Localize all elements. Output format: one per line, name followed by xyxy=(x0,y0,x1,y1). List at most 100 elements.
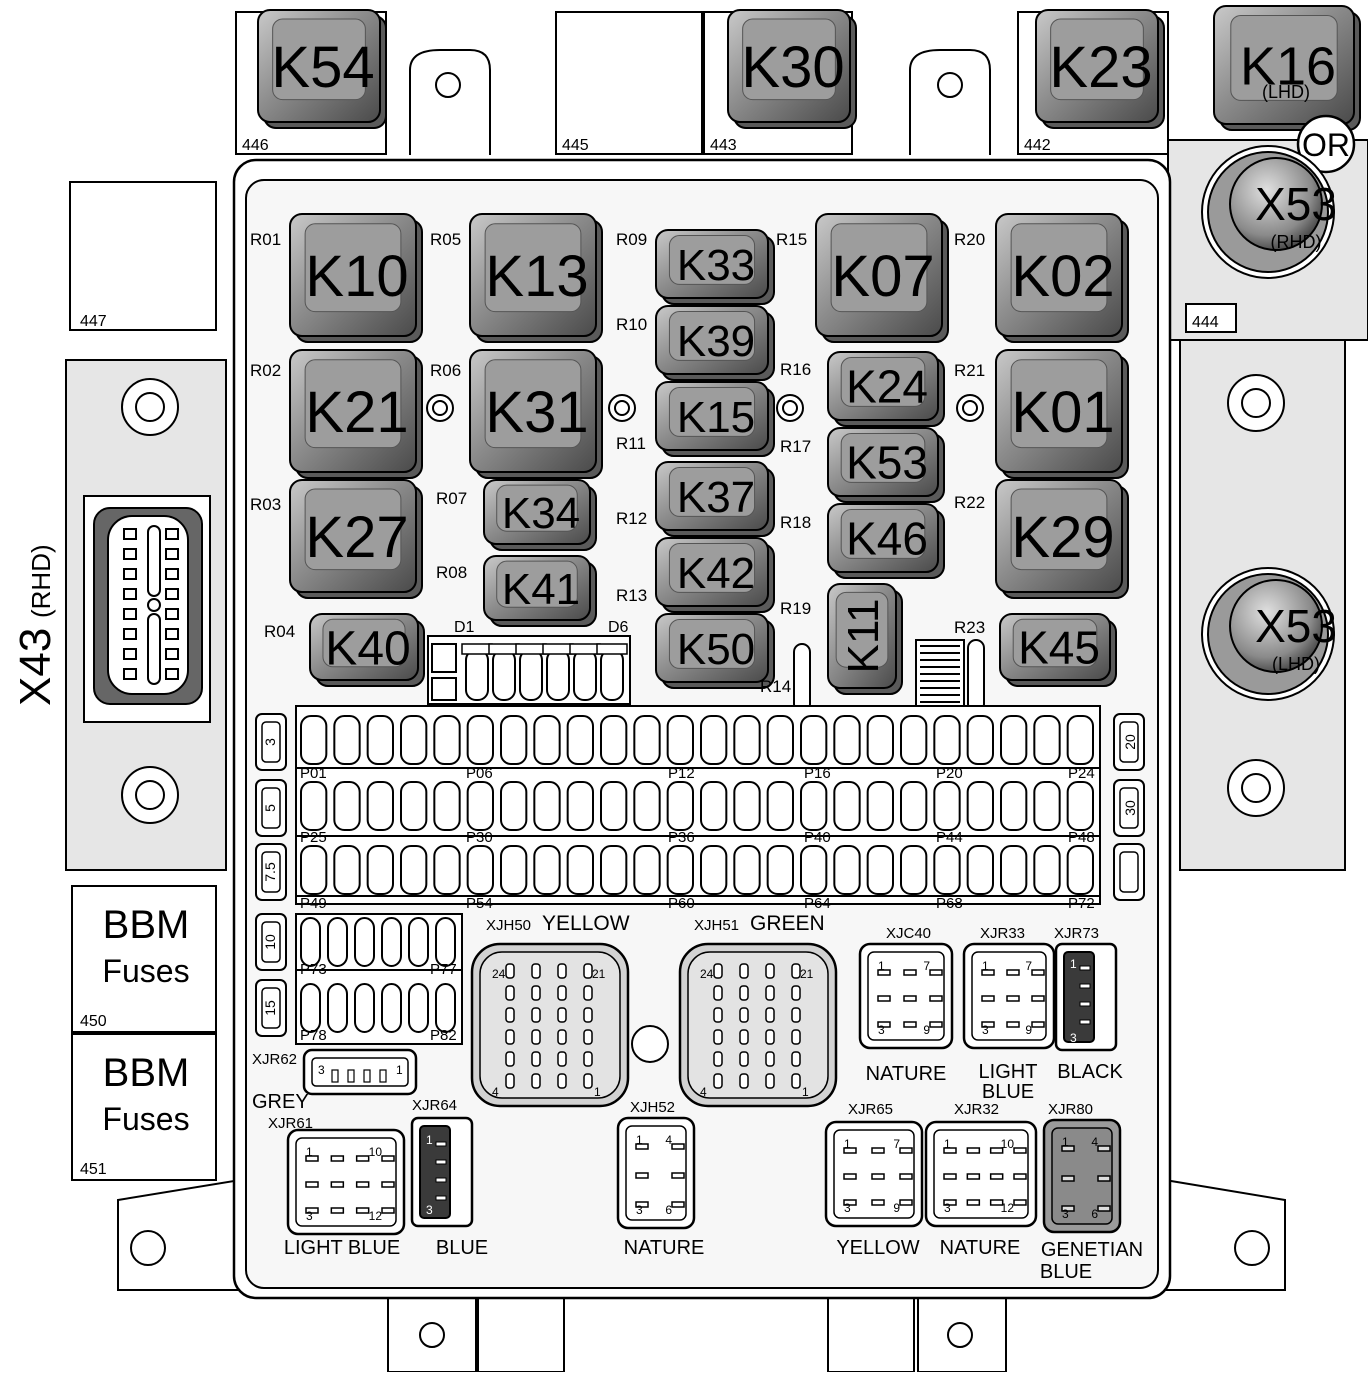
connector-pin xyxy=(713,985,723,1001)
connector-pin xyxy=(505,1073,515,1089)
relay-position: R16 xyxy=(780,360,811,379)
connector-pin xyxy=(1079,1019,1091,1025)
relay-top xyxy=(484,359,582,449)
relay-label: K45 xyxy=(1018,622,1100,674)
fuse xyxy=(700,845,728,895)
mount-hole xyxy=(937,72,963,98)
relay-top xyxy=(668,386,756,437)
connector-pin xyxy=(1061,1205,1075,1212)
x43-pin xyxy=(123,568,137,580)
pin-number: 1 xyxy=(594,1085,601,1099)
connector-pin xyxy=(355,1155,370,1162)
socket-number: 447 xyxy=(80,313,107,330)
fuse xyxy=(381,983,402,1033)
fuse xyxy=(900,845,928,895)
fuse xyxy=(833,845,861,895)
fuse-row-5 xyxy=(300,983,456,1033)
connector-pin xyxy=(557,1029,567,1045)
fuse-position: P40 xyxy=(804,829,831,846)
connector-pin xyxy=(929,1021,943,1028)
connector-id: XJC40 xyxy=(886,925,931,942)
connector-pin xyxy=(1006,969,1020,976)
connector-pin xyxy=(1097,1205,1111,1212)
top-tab xyxy=(909,49,991,155)
relay-top xyxy=(668,466,756,517)
fuse xyxy=(1033,845,1061,895)
connector-id: XJR64 xyxy=(412,1097,457,1114)
connector-pin xyxy=(739,1051,749,1067)
pin-number: 1 xyxy=(944,1137,951,1151)
relay-k34: K34 xyxy=(483,479,597,551)
relay-label: K11 xyxy=(839,598,888,673)
socket-number: 446 xyxy=(242,137,269,154)
relay-label: K39 xyxy=(677,317,755,366)
fuse-rating-inner xyxy=(261,987,281,1029)
fuse xyxy=(633,715,661,765)
connector-pin xyxy=(1079,983,1091,989)
connector-pin xyxy=(531,985,541,1001)
connector-pin xyxy=(713,1007,723,1023)
fuse xyxy=(435,983,456,1033)
relay-k41: K41 xyxy=(483,555,597,627)
fuse xyxy=(433,715,461,765)
fuse-position: P01 xyxy=(300,765,327,782)
bbm-title: BBM xyxy=(103,1051,190,1095)
mount-hole xyxy=(1241,388,1271,418)
connector-pin xyxy=(305,1181,319,1188)
relay-label: K10 xyxy=(305,244,408,309)
connector-pin xyxy=(635,1201,649,1208)
relay-k31: K31 xyxy=(469,349,603,479)
board-hole xyxy=(782,400,798,416)
fuse-rating-inner xyxy=(1119,851,1139,893)
pin-number: 3 xyxy=(1062,1207,1069,1221)
connector-color: NATURE xyxy=(866,1063,947,1085)
fuse-position: P72 xyxy=(1068,895,1095,912)
connector-pin xyxy=(635,1172,649,1179)
bbm-number: 450 xyxy=(80,1013,107,1030)
pin-number: 21 xyxy=(800,967,814,981)
connector-pin xyxy=(1013,1147,1027,1154)
relay-position: R22 xyxy=(954,493,985,512)
x43-pin xyxy=(123,668,137,680)
pin-number: 3 xyxy=(426,1203,433,1217)
fuse xyxy=(300,983,321,1033)
fuse xyxy=(327,917,348,967)
pin-number: 10 xyxy=(1001,1137,1015,1151)
fuse-position: P20 xyxy=(936,765,963,782)
fuse-position: P68 xyxy=(936,895,963,912)
fuse-rating-inner xyxy=(261,921,281,963)
fuse xyxy=(400,715,428,765)
connector-pin xyxy=(981,1021,995,1028)
diode-cap xyxy=(515,643,547,655)
connector-pin xyxy=(330,1155,345,1162)
connector-pin xyxy=(381,1155,395,1162)
relay-label: K07 xyxy=(831,244,934,309)
relay-qualifier: (LHD) xyxy=(1262,82,1310,102)
relay-k33: K33 xyxy=(655,229,775,305)
fuse xyxy=(800,781,828,831)
connector-id: XJR80 xyxy=(1048,1101,1093,1118)
connector-color: YELLOW xyxy=(836,1237,919,1259)
fuse xyxy=(666,715,695,765)
connector-pin xyxy=(557,1051,567,1067)
relay-top xyxy=(1050,18,1144,101)
connector-pin xyxy=(330,1207,345,1214)
connector-xjr64: 13 xyxy=(410,1116,474,1228)
socket-number: 443 xyxy=(710,137,737,154)
board-hole xyxy=(614,400,630,416)
fuse-position: P78 xyxy=(300,1027,327,1044)
connector-comb xyxy=(915,639,965,709)
connector-pin xyxy=(791,1051,801,1067)
connector-color: BLUE xyxy=(436,1237,488,1259)
x43-pin xyxy=(165,668,179,680)
connector-pin xyxy=(671,1172,685,1179)
connector-face xyxy=(1051,1127,1113,1225)
relay-label: K24 xyxy=(846,361,928,413)
fuse-panel-small xyxy=(295,913,463,1045)
fuse xyxy=(766,781,795,831)
x43-key xyxy=(147,598,161,612)
pin-number: 3 xyxy=(844,1201,851,1215)
fuse xyxy=(733,715,761,765)
pin-number: 3 xyxy=(878,1023,885,1037)
